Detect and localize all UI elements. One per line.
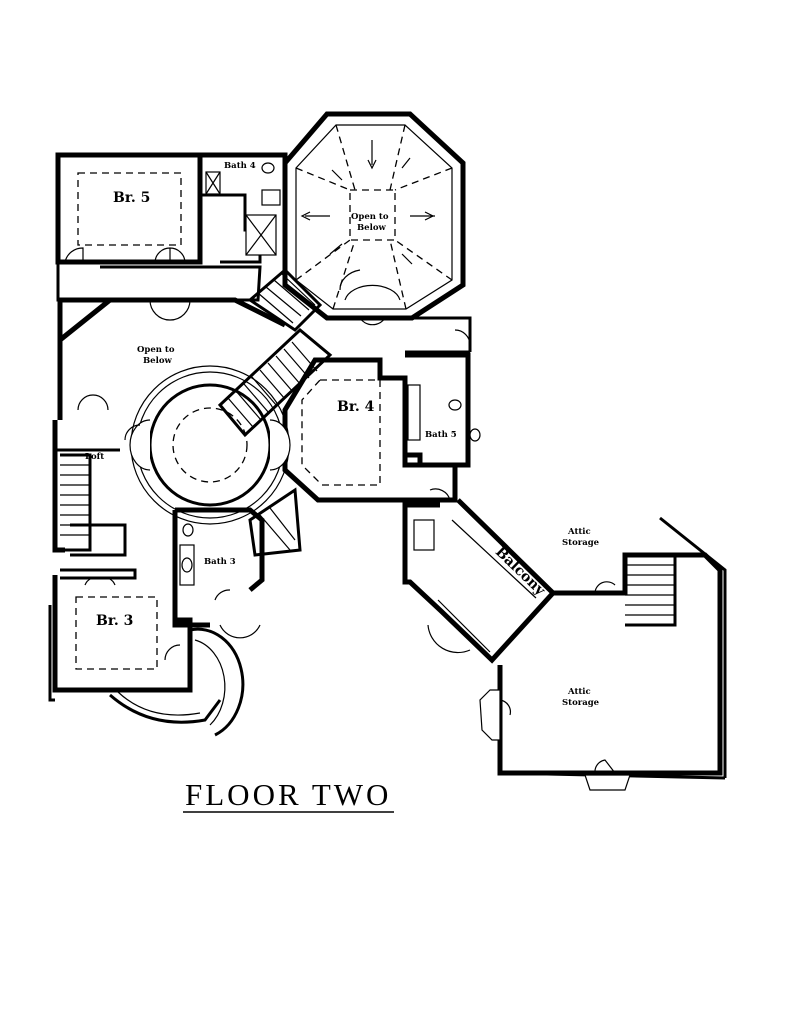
label-attic-top-2: Storage (562, 538, 600, 548)
label-open-top-1: Open to (351, 212, 389, 222)
label-balcony: Balcony (492, 544, 549, 599)
label-loft: Loft (85, 452, 104, 462)
label-br4: Br. 4 (337, 399, 375, 415)
label-bath5: Bath 5 (425, 430, 457, 440)
label-br5: Br. 5 (113, 190, 150, 206)
label-open-left-1: Open to (137, 345, 175, 355)
label-bath4: Bath 4 (224, 161, 256, 171)
plan-title: FLOOR TWO (185, 777, 391, 812)
label-attic-right-1: Attic (567, 687, 591, 697)
exterior-walls (48, 111, 727, 780)
main-staircase (217, 267, 333, 438)
label-bath3: Bath 3 (204, 557, 236, 567)
label-attic-right-2: Storage (562, 698, 600, 708)
label-attic-top-1: Attic (567, 527, 591, 537)
doors (64, 247, 616, 774)
label-br3: Br. 3 (96, 613, 133, 629)
interior-details (60, 124, 677, 791)
label-open-top-2: Below (357, 223, 386, 233)
label-open-left-2: Below (143, 356, 172, 366)
